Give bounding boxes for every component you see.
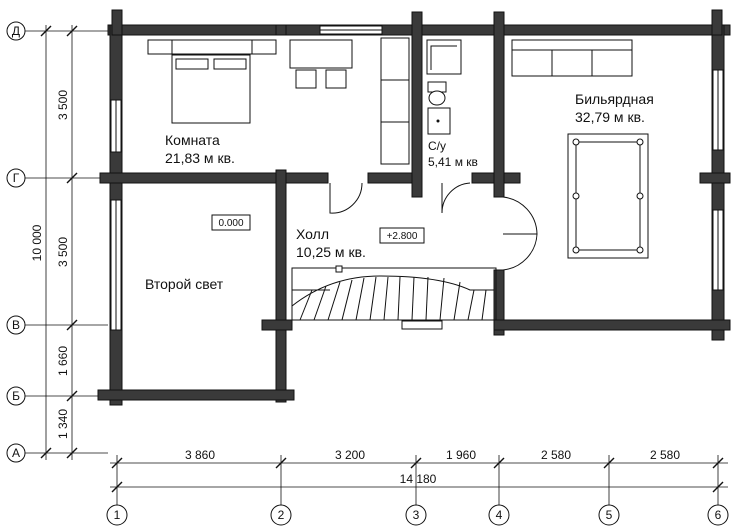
vertical-dimension-chain: 3 500 3 500 1 660 1 340 10 000 [30, 25, 78, 460]
level-mark-upper: +2.800 [379, 227, 425, 244]
room-su-area: 5,41 м кв [428, 155, 478, 169]
room-komnata-name: Комната [165, 132, 220, 148]
dim-h-5: 2 580 [650, 448, 680, 462]
sofa [511, 39, 633, 77]
doors [329, 182, 538, 271]
dim-h-4: 2 580 [541, 448, 571, 462]
level-upper-label: +2.800 [387, 231, 418, 242]
wardrobe [380, 37, 410, 165]
axis-label-1: 1 [114, 508, 121, 522]
room-bilyard-name: Бильярдная [575, 91, 654, 107]
level-ground-label: 0.000 [218, 218, 243, 229]
dim-h-1: 3 860 [185, 448, 215, 462]
axis-label-v: В [12, 318, 20, 332]
axis-label-4: 4 [496, 508, 503, 522]
room-vtoroy-name: Второй свет [145, 276, 224, 292]
dim-h-2: 3 200 [335, 448, 365, 462]
bed [147, 39, 277, 124]
desk [289, 39, 353, 89]
axis-a: А [6, 443, 108, 463]
dim-h-total: 14 180 [400, 472, 437, 486]
axis-label-5: 5 [606, 508, 613, 522]
axis-label-g: Г [13, 171, 20, 185]
level-mark-ground: 0.000 [211, 214, 251, 231]
staircase [291, 265, 497, 321]
shower [426, 39, 462, 75]
dim-v-4: 1 340 [56, 409, 70, 439]
dim-h-3: 1 960 [446, 448, 476, 462]
axis-label-b: Б [12, 389, 20, 403]
axis-label-6: 6 [715, 508, 722, 522]
axis-label-3: 3 [413, 508, 420, 522]
windows [110, 25, 724, 331]
room-holl-name: Холл [296, 226, 329, 242]
axis-label-a: А [12, 446, 20, 460]
axis-v: В [6, 315, 108, 335]
dim-v-3: 1 660 [56, 346, 70, 376]
axis-d: Д [6, 21, 108, 41]
axis-bubbles-bottom: 1 2 3 4 5 6 [106, 455, 729, 526]
toilet [427, 81, 447, 106]
horizontal-dimension-chain: 3 860 3 200 1 960 2 580 2 580 14 180 [110, 448, 728, 493]
room-bilyard-area: 32,79 м кв. [575, 109, 645, 125]
room-komnata-area: 21,83 м кв. [165, 150, 235, 166]
dim-v-2: 3 500 [56, 237, 70, 267]
dim-v-total: 10 000 [30, 224, 44, 261]
axis-label-2: 2 [278, 508, 285, 522]
axis-b: Б [6, 386, 108, 406]
room-su-name: С/у [428, 139, 446, 153]
room-holl-area: 10,25 м кв. [296, 244, 366, 260]
dim-v-1: 3 500 [56, 90, 70, 120]
sink [427, 107, 451, 135]
billiard-table [567, 133, 649, 259]
axis-label-d: Д [12, 24, 20, 38]
axis-g: Г [6, 168, 108, 188]
